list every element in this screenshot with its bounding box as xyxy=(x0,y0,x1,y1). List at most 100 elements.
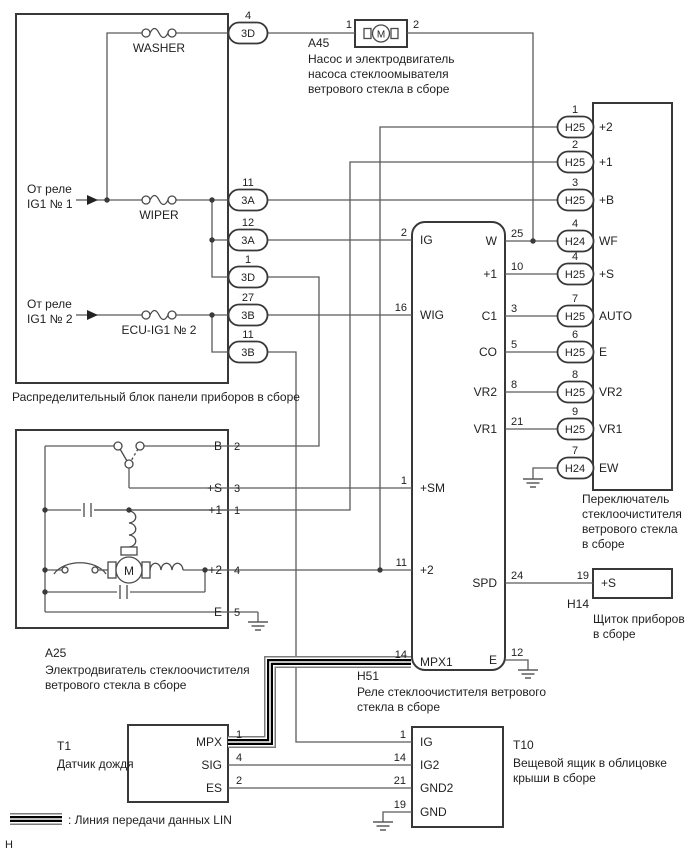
relay-pin-name: +1 xyxy=(483,267,497,281)
connector-code: H25 xyxy=(565,347,585,359)
connector-pin: 4 xyxy=(572,218,578,230)
connector-pin: 3 xyxy=(572,177,578,189)
roof-console-desc: крыши в сборе xyxy=(513,771,596,785)
fuse-ecu-ig1 xyxy=(141,309,177,321)
wiring xyxy=(45,32,593,822)
lin-legend-label: : Линия передачи данных LIN xyxy=(68,813,232,827)
connector-pin: 2 xyxy=(572,139,578,151)
fuse-wiper-label: WIPER xyxy=(139,208,179,222)
rain-sensor-pin-labels: MPX 1 SIG 4 ES 2 xyxy=(196,729,242,795)
roof-console-pin-labels: IG 1 IG2 14 GND2 21 GND 19 xyxy=(394,729,454,819)
connector-pin: 7 xyxy=(572,293,578,305)
motor-pin-name: E xyxy=(214,605,222,619)
wiper-motor-desc: Электродвигатель стеклоочистителя xyxy=(45,663,250,677)
relay-pin-num: 5 xyxy=(511,339,517,351)
connector-pin: 1 xyxy=(572,104,578,116)
coil-horizontal xyxy=(149,562,184,571)
relay-pin-name: VR2 xyxy=(474,385,498,399)
sensor-pin-name: SIG xyxy=(201,758,222,772)
wiper-switch-box xyxy=(592,102,673,491)
roof-console-desc: Вещевой ящик в облицовке xyxy=(513,756,667,770)
relay-pin-num: 2 xyxy=(401,227,407,239)
fuse-ecu-ig1-label: ECU-IG1 № 2 xyxy=(122,323,197,337)
connector-code: H24 xyxy=(565,463,585,475)
cluster-desc: Щиток приборов xyxy=(593,612,685,626)
wiper-motor-code: A25 xyxy=(45,646,67,660)
wiper-switch-desc: стеклоочистителя xyxy=(582,507,682,521)
sensor-pin-num: 1 xyxy=(236,729,242,741)
wiper-relay-code: H51 xyxy=(357,669,379,683)
feed-arrow-ig1-1 xyxy=(87,195,98,205)
cluster-code: H14 xyxy=(567,597,589,611)
connector-pin: 11 xyxy=(242,329,253,341)
relay-pin-name: E xyxy=(489,653,497,667)
switch-pin-name: +S xyxy=(599,267,614,281)
sensor-pin-num: 4 xyxy=(236,752,242,764)
motor-pin-name: +1 xyxy=(208,503,222,517)
sensor-pin-name: ES xyxy=(206,781,222,795)
connector-code: H25 xyxy=(565,157,585,169)
wiper-relay-box xyxy=(411,221,506,671)
ground-symbol-t10-gnd xyxy=(373,821,393,831)
connector-code: 3B xyxy=(241,347,254,359)
connector-pin: 1 xyxy=(245,254,251,266)
connector-code: 3D xyxy=(241,28,255,40)
switch-pin-name: VR2 xyxy=(599,385,623,399)
console-pin-name: IG xyxy=(420,735,433,749)
connector-code: 3A xyxy=(241,195,255,207)
connector-pin: 27 xyxy=(242,292,254,304)
connector-pin: 12 xyxy=(242,217,254,229)
connector-pin: 4 xyxy=(572,251,578,263)
console-pin-name: GND2 xyxy=(420,781,454,795)
relay-pin-name: VR1 xyxy=(474,422,498,436)
motor-pin-num: 1 xyxy=(234,505,240,517)
cluster-box xyxy=(592,568,673,599)
relay-pin-num: 24 xyxy=(511,570,523,582)
switch-pin-name: E xyxy=(599,345,607,359)
switch-pin-name: +B xyxy=(599,193,614,207)
connector-code: H25 xyxy=(565,122,585,134)
ground-symbol-ew xyxy=(523,478,543,488)
wiper-motor-box xyxy=(15,429,229,629)
console-pin-num: 14 xyxy=(394,752,406,764)
component-boxes xyxy=(15,13,673,828)
coil-vertical xyxy=(128,510,137,548)
cam-switch-arm xyxy=(119,448,128,462)
wiper-relay-pin-labels: 2 IG 16 WIG 1 +SM 11 +2 14 MPX1 25 W 10 … xyxy=(395,227,524,669)
connector-code: 3B xyxy=(241,310,254,322)
junction-block-connector-labels: 4 3D 11 3A 12 3A 1 3D 27 3B 11 3B xyxy=(241,10,255,359)
washer-pump-desc: насоса стеклоомывателя xyxy=(308,67,449,81)
motor-symbol xyxy=(115,556,143,584)
wiper-motor-internals xyxy=(44,441,228,612)
relay-pin-num: 10 xyxy=(511,261,523,273)
connector-code: 3D xyxy=(241,272,255,284)
wiper-switch-desc: Переключатель xyxy=(582,492,669,506)
relay-pin-name: SPD xyxy=(472,576,497,590)
rain-sensor-code: T1 xyxy=(57,739,71,753)
switch-pin-name: EW xyxy=(599,461,619,475)
relay-pin-name: C1 xyxy=(482,309,498,323)
console-pin-name: IG2 xyxy=(420,758,440,772)
page-marker: Н xyxy=(5,839,13,851)
junction-dots xyxy=(42,197,536,595)
wiper-switch-connectors xyxy=(556,115,595,480)
relay-pin-num: 8 xyxy=(511,379,517,391)
washer-pump-pin-2: 2 xyxy=(413,19,419,31)
feed-arrow-ig1-2 xyxy=(87,310,98,320)
junction-block-box xyxy=(15,13,229,384)
wiper-motor-desc: ветрового стекла в сборе xyxy=(45,678,187,692)
motor-pin-num: 2 xyxy=(234,441,240,453)
connector-pin: 7 xyxy=(572,445,578,457)
junction-block-label: Распределительный блок панели приборов в… xyxy=(12,390,300,404)
motor-pin-name: +S xyxy=(207,481,222,495)
connector-code: H25 xyxy=(565,269,585,281)
connector-pin: 9 xyxy=(572,406,578,418)
connector-pin: 8 xyxy=(572,369,578,381)
sensor-pin-name: MPX xyxy=(196,735,222,749)
connector-code: H25 xyxy=(565,195,585,207)
motor-letter: M xyxy=(124,564,134,578)
relay-pin-num: 14 xyxy=(395,649,407,661)
motor-letter: M xyxy=(377,30,385,41)
